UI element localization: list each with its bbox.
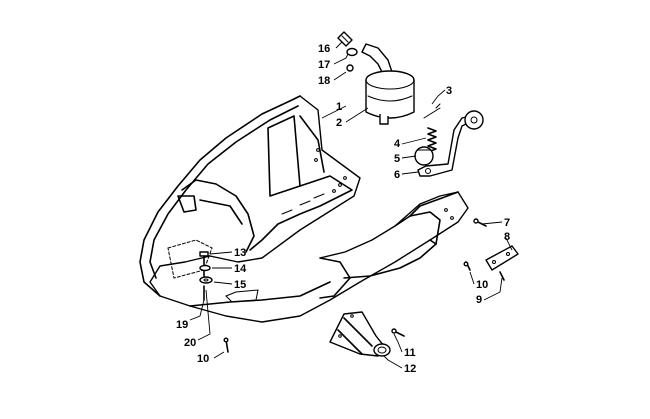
bolt-stack xyxy=(199,251,213,301)
callout-labels: 1 2 3 4 5 6 7 8 9 10 10 11 12 13 14 15 1… xyxy=(176,43,510,375)
clamp-hardware xyxy=(337,31,358,72)
callout-12: 12 xyxy=(404,363,416,375)
rivet-7 xyxy=(473,218,487,227)
callout-2: 2 xyxy=(336,117,342,129)
belly-pan xyxy=(139,95,469,323)
callout-11: 11 xyxy=(404,347,416,359)
callout-15: 15 xyxy=(234,279,246,291)
callout-1: 1 xyxy=(336,101,342,113)
callout-18: 18 xyxy=(318,75,330,87)
callout-10-upper: 10 xyxy=(476,279,488,291)
leader-lines xyxy=(189,41,513,369)
callout-13: 13 xyxy=(234,247,246,259)
shield-plate-8 xyxy=(485,245,519,271)
rivet-10-upper xyxy=(463,261,471,271)
callout-10-lower: 10 xyxy=(197,353,209,365)
muffler-assembly xyxy=(361,43,415,125)
callout-16: 16 xyxy=(318,43,330,55)
callout-9: 9 xyxy=(476,294,482,306)
callout-17: 17 xyxy=(318,59,330,71)
callout-7: 7 xyxy=(504,217,510,229)
hanger-bracket xyxy=(417,115,471,177)
screw-11 xyxy=(391,328,405,337)
rivet-10-lower xyxy=(223,337,229,353)
callout-4: 4 xyxy=(394,138,401,150)
damper-5 xyxy=(414,146,434,166)
callout-6: 6 xyxy=(394,169,400,181)
callout-19: 19 xyxy=(176,319,188,331)
grommet-3 xyxy=(464,110,484,130)
callout-5: 5 xyxy=(394,153,400,165)
callout-14: 14 xyxy=(234,263,247,275)
spring-4 xyxy=(423,103,441,153)
rivet-9 xyxy=(499,271,505,281)
callout-8: 8 xyxy=(504,231,510,243)
boot-12 xyxy=(329,311,391,357)
callout-3: 3 xyxy=(446,85,452,97)
callout-20: 20 xyxy=(184,337,196,349)
